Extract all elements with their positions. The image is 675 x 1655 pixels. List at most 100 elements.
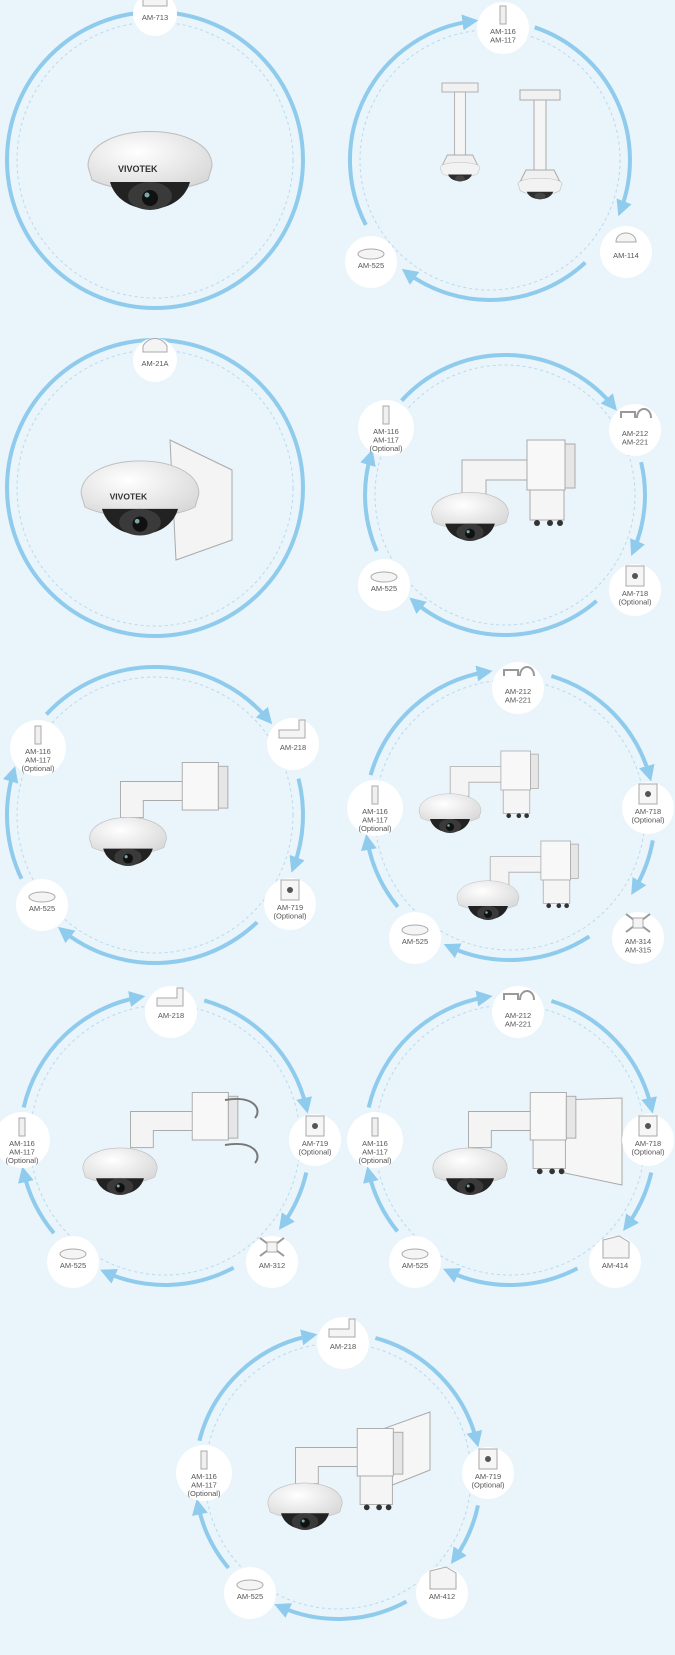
- accessory-label: AM-315: [625, 946, 651, 955]
- accessory-label: AM-718: [622, 589, 648, 598]
- accessory-badge[interactable]: AM-718(Optional): [622, 1114, 674, 1166]
- accessory-label: AM-114: [613, 251, 639, 260]
- ceiling-plate-icon: [59, 1248, 87, 1260]
- ring-arrow-arc: [400, 353, 617, 411]
- wall-arm-icon: [328, 1318, 356, 1338]
- accessory-badge[interactable]: AM-719(Optional): [289, 1114, 341, 1166]
- ring-arrow-arc: [347, 14, 479, 226]
- accessory-label: AM-525: [358, 261, 384, 270]
- adapter-icon: [142, 338, 168, 353]
- accessory-badge[interactable]: AM-713: [133, 0, 177, 36]
- accessory-badge[interactable]: AM-218: [267, 718, 319, 770]
- accessory-label: AM-719: [302, 1139, 328, 1148]
- ring-arrow-arc: [203, 998, 312, 1114]
- ring-arrow-arc: [630, 461, 647, 556]
- ceiling-plate-icon: [357, 248, 385, 260]
- accessory-badge[interactable]: AM-525: [47, 1236, 99, 1288]
- accessory-label: AM-116: [373, 427, 399, 436]
- accessory-label: (Optional): [370, 444, 403, 453]
- accessory-badge[interactable]: AM-218: [145, 986, 197, 1038]
- dome-camera: [267, 1482, 343, 1530]
- ring-arrow-arc: [534, 25, 632, 217]
- accessory-badge[interactable]: AM-114: [600, 226, 652, 278]
- accessory-label: (Optional): [274, 912, 307, 921]
- accessory-badge-bg: [10, 720, 66, 776]
- accessory-badge-bg: [612, 912, 664, 964]
- bracket-pair-icon: [503, 666, 535, 677]
- pole-icon: [371, 1117, 379, 1137]
- accessory-badge[interactable]: AM-218: [317, 1317, 369, 1369]
- ring-arrow-arc: [2, 766, 24, 880]
- accessory-badge[interactable]: AM-719(Optional): [462, 1447, 514, 1499]
- accessory-badge[interactable]: AM-21A: [133, 338, 177, 382]
- ring-arrow-arc: [192, 1498, 231, 1570]
- wall-mount-arm: [449, 750, 539, 819]
- accessory-badge[interactable]: AM-525: [345, 236, 397, 288]
- accessory-badge[interactable]: AM-525: [389, 912, 441, 964]
- accessory-badge[interactable]: AM-718(Optional): [622, 782, 674, 834]
- accessory-label: AM-713: [142, 13, 168, 22]
- accessory-badge-bg: [246, 1236, 298, 1288]
- accessory-badge[interactable]: AM-525: [358, 559, 410, 611]
- ring-arrow-arc: [550, 674, 655, 782]
- dashed-inner-circle: [16, 676, 294, 954]
- accessory-badge-bg: [477, 2, 529, 54]
- accessory-badge[interactable]: AM-525: [16, 879, 68, 931]
- accessory-badge-bg: [0, 1112, 50, 1168]
- accessory-label: AM-117: [373, 436, 399, 445]
- accessory-label: (Optional): [299, 1148, 332, 1157]
- product-d6: [418, 750, 579, 920]
- ring-arrow-arc: [289, 778, 305, 873]
- accessory-badge[interactable]: AM-414: [589, 1235, 641, 1288]
- ring-arrow-arc: [278, 1172, 309, 1230]
- dome-camera: [431, 492, 509, 541]
- accessory-badge[interactable]: AM-525: [224, 1567, 276, 1619]
- accessory-label: AM-221: [505, 696, 531, 705]
- pole-icon: [18, 1117, 26, 1137]
- accessory-label: AM-718: [635, 807, 661, 816]
- accessory-label: AM-525: [60, 1261, 86, 1270]
- accessory-badge[interactable]: AM-525: [389, 1236, 441, 1288]
- pendant-mount: [517, 89, 563, 200]
- accessory-label: AM-218: [280, 743, 306, 752]
- product-d2: [439, 82, 563, 200]
- accessory-label: AM-116: [25, 747, 51, 756]
- dome-camera: [82, 1147, 158, 1195]
- ring-arrow-arc: [443, 934, 591, 962]
- accessory-label: AM-412: [429, 1592, 455, 1601]
- accessory-badge[interactable]: AM-718(Optional): [609, 564, 661, 616]
- diagram-ring-d5: [2, 664, 305, 966]
- product-d5: [89, 762, 229, 866]
- diagram-ring-d4: [360, 353, 647, 637]
- accessory-label: AM-212: [505, 1011, 531, 1020]
- accessory-badge[interactable]: AM-719(Optional): [264, 878, 316, 930]
- ring-arrow-arc: [623, 1172, 654, 1231]
- accessory-badge[interactable]: AM-412: [416, 1566, 468, 1619]
- accessory-label: AM-314: [625, 937, 651, 946]
- accessory-badge[interactable]: AM-312: [246, 1236, 298, 1288]
- ring-arrow-arc: [366, 990, 493, 1108]
- dome-camera: [456, 880, 520, 920]
- wall-mount-arm: [468, 1092, 577, 1175]
- product-d8: [432, 1092, 623, 1195]
- accessory-badge-bg: [176, 1445, 232, 1501]
- ring-arrow-arc: [631, 840, 655, 895]
- accessory-label: AM-21A: [141, 359, 168, 368]
- accessory-label: AM-718: [635, 1139, 661, 1148]
- wall-mount-arm: [461, 439, 576, 526]
- accessory-label: AM-525: [29, 904, 55, 913]
- ring-arrow-arc: [21, 991, 146, 1108]
- wall-mount-arm: [120, 762, 229, 819]
